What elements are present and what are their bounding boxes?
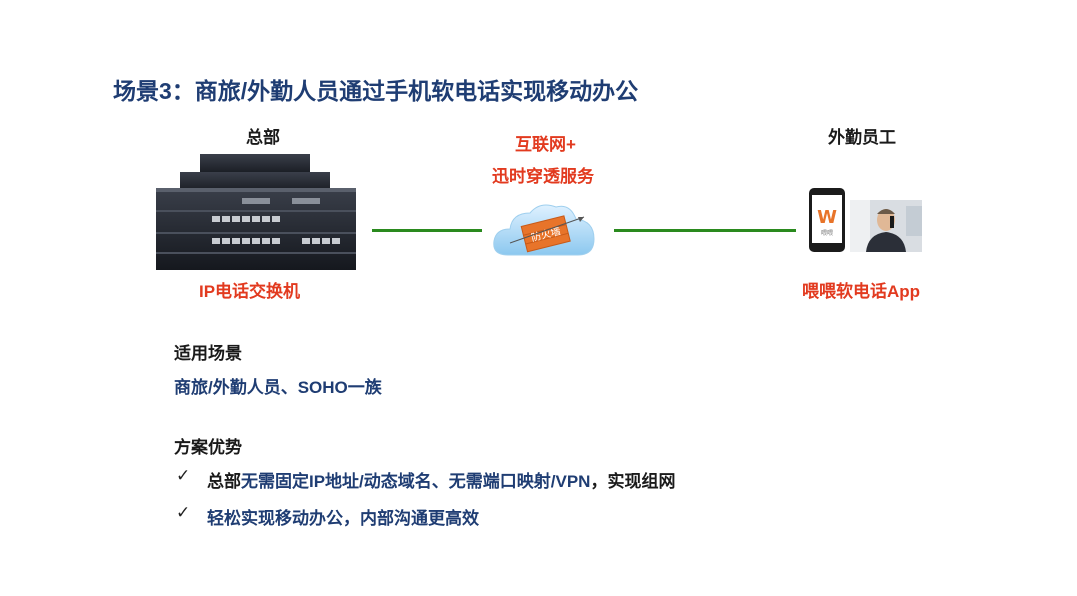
cloud-firewall-icon: 防火墙 xyxy=(493,204,595,256)
field-staff-heading: 外勤员工 xyxy=(828,128,896,147)
app-logo-text: 喂喂 xyxy=(821,230,833,237)
penetration-service-label: 迅时穿透服务 xyxy=(492,167,594,186)
scenario-heading: 适用场景 xyxy=(174,344,242,363)
hq-heading: 总部 xyxy=(246,128,280,147)
advantage-1-prefix: 总部 xyxy=(207,472,241,491)
link-line-left xyxy=(372,229,482,232)
smartphone-icon: W 喂喂 xyxy=(809,188,845,252)
check-icon: ✓ xyxy=(176,466,191,485)
advantage-1-highlight: 无需固定IP地址/动态域名、无需端口映射/VPN xyxy=(241,472,591,491)
check-icon: ✓ xyxy=(176,503,191,522)
link-line-right xyxy=(614,229,796,232)
slide-title: 场景3：商旅/外勤人员通过手机软电话实现移动办公 xyxy=(113,78,639,104)
scenario-text: 商旅/外勤人员、SOHO一族 xyxy=(174,378,382,397)
ip-pbx-label: IP电话交换机 xyxy=(199,282,301,301)
app-label: 喂喂软电话App xyxy=(802,282,921,301)
advantage-item-1: 总部无需固定IP地址/动态域名、无需端口映射/VPN，实现组网 xyxy=(207,467,675,492)
advantage-item-2: 轻松实现移动办公，内部沟通更高效 xyxy=(207,509,479,528)
advantages-heading: 方案优势 xyxy=(174,438,242,457)
businessman-photo xyxy=(850,200,922,252)
app-logo: W xyxy=(817,207,837,228)
ip-pbx-image xyxy=(156,154,356,270)
internet-label: 互联网+ xyxy=(515,135,576,154)
advantage-1-suffix: ，实现组网 xyxy=(590,472,676,491)
